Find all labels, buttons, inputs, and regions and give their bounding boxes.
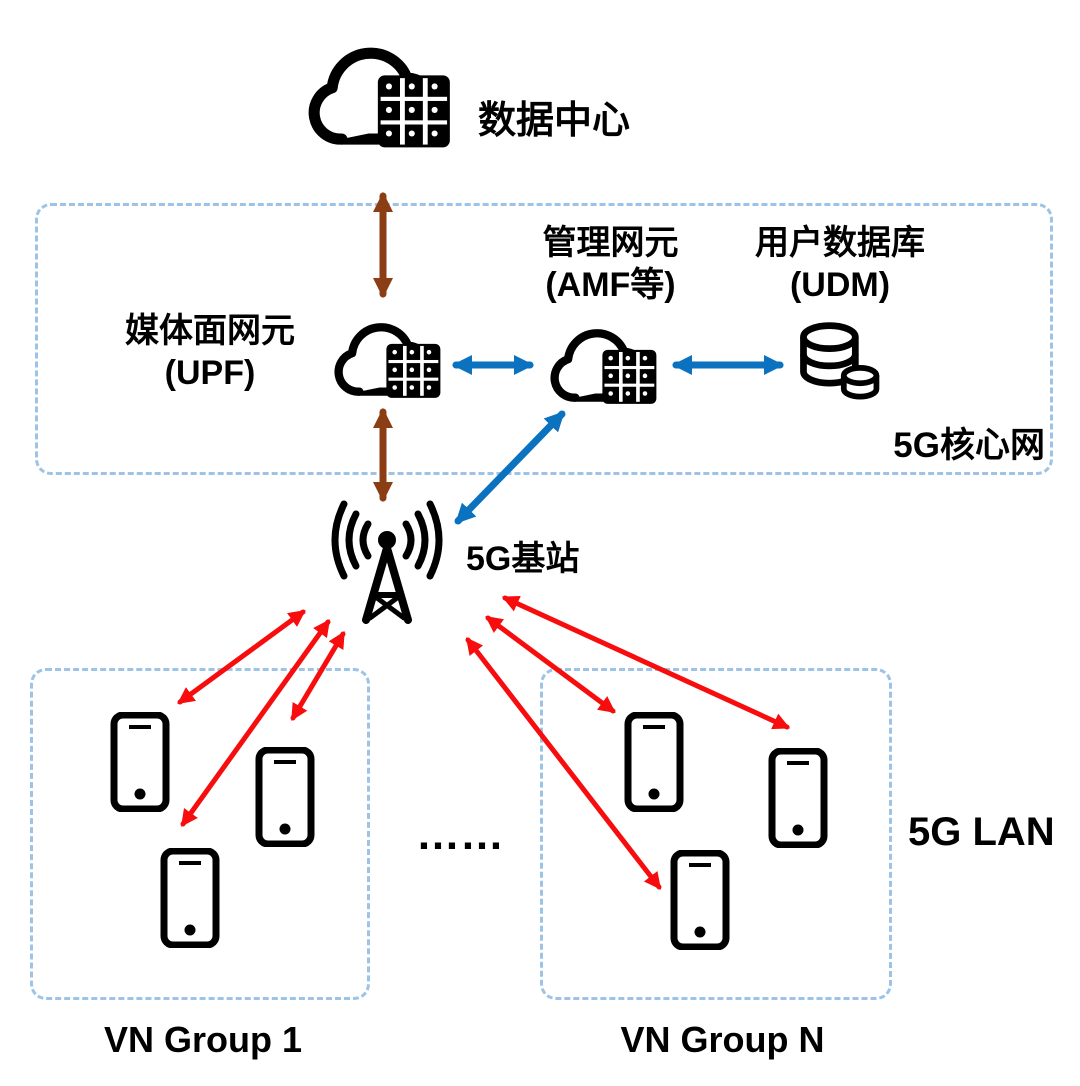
upf-icon xyxy=(322,308,457,413)
phone-icon-6 xyxy=(668,850,732,950)
amf-label: 管理网元 (AMF等) xyxy=(513,222,708,306)
phone-icon-3 xyxy=(158,848,222,948)
base-station-icon xyxy=(312,498,462,628)
vn-group-n-box xyxy=(540,668,892,1000)
phone-icon-4 xyxy=(622,712,686,812)
vn-group-1-box xyxy=(30,668,370,1000)
phone-icon-2 xyxy=(253,747,317,847)
amf-icon xyxy=(538,314,673,419)
phone-icon-5 xyxy=(766,748,830,848)
vn-group-1-label: VN Group 1 xyxy=(103,1019,303,1060)
data-center-label: 数据中心 xyxy=(478,100,631,142)
amf-label-line1: 管理网元 xyxy=(542,224,679,262)
amf-label-line2: (AMF等) xyxy=(545,266,676,305)
upf-label: 媒体面网元 (UPF) xyxy=(100,310,320,394)
core-network-label: 5G核心网 xyxy=(893,426,1045,465)
udm-label-line1: 用户数据库 xyxy=(755,224,925,262)
data-center-icon xyxy=(292,25,472,170)
upf-label-line1: 媒体面网元 xyxy=(125,312,295,350)
udm-label-line2: (UDM) xyxy=(789,266,891,305)
base-station-label: 5G基站 xyxy=(466,540,580,578)
vn-group-n-label: VN Group N xyxy=(620,1019,825,1060)
lan-label: 5G LAN xyxy=(908,810,1055,854)
udm-database-icon xyxy=(788,316,890,412)
phone-icon-1 xyxy=(108,712,172,812)
udm-label: 用户数据库 (UDM) xyxy=(740,222,940,306)
upf-label-line2: (UPF) xyxy=(164,354,256,393)
groups-ellipsis: …… xyxy=(416,810,504,859)
